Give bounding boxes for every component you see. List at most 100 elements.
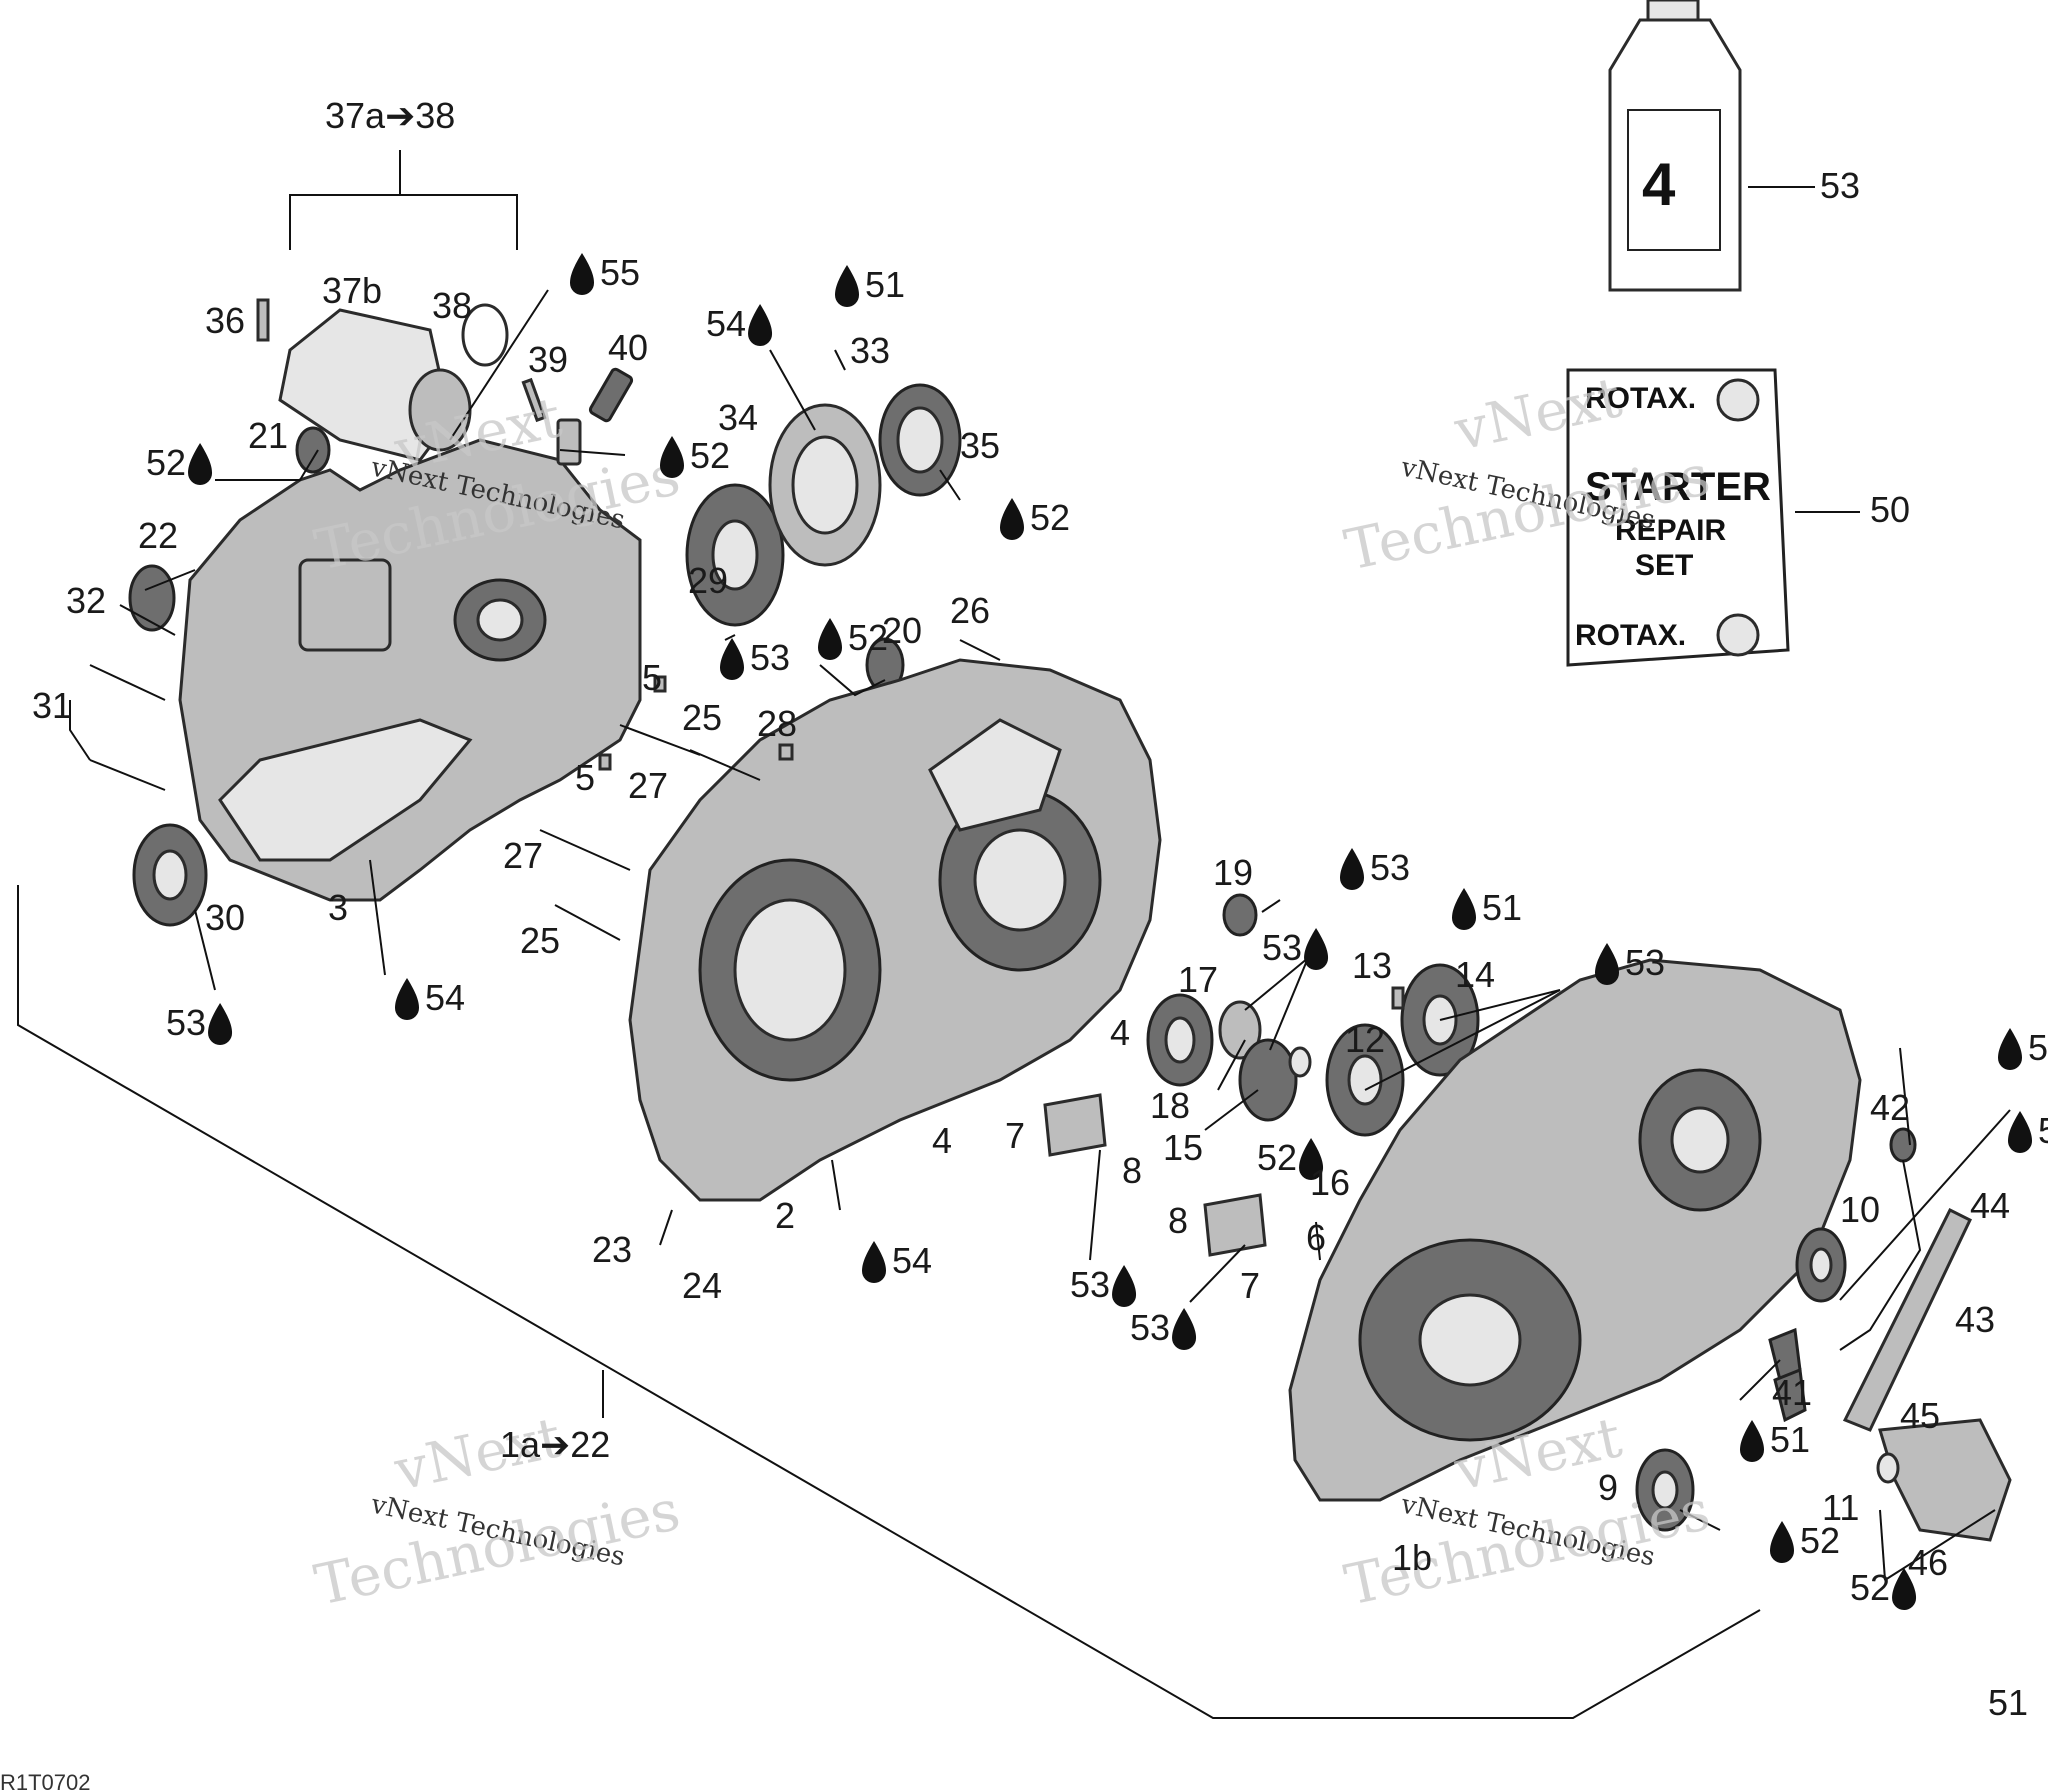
callout-number: 53 xyxy=(1820,165,1860,206)
callout-52-a: 52 xyxy=(660,435,730,478)
callout-22: 22 xyxy=(138,515,178,556)
callout-number: 11 xyxy=(1822,1487,1859,1528)
callout-5-b: 5 xyxy=(575,757,595,798)
callout-45: 45 xyxy=(1900,1395,1940,1436)
callout-number: 9 xyxy=(1598,1467,1618,1508)
callout-3: 3 xyxy=(328,887,348,928)
lubricant-drop-icon xyxy=(1740,1420,1764,1462)
callout-number: 4 xyxy=(932,1120,952,1161)
callout-number: 51 xyxy=(1770,1419,1810,1460)
callout-35: 35 xyxy=(960,425,1000,466)
callout-number: 52 xyxy=(1850,1567,1890,1608)
kit-brand-top: ROTAX. xyxy=(1585,382,1696,415)
callout-number: 52 xyxy=(1257,1137,1297,1178)
callout-number: 41 xyxy=(1772,1372,1812,1413)
callout-number: 53 xyxy=(1070,1264,1110,1305)
callout-51-b: 51 xyxy=(1452,887,1522,930)
lubricant-drop-icon xyxy=(1000,498,1024,540)
callout-number: 4 xyxy=(1110,1012,1130,1053)
callout-34: 34 xyxy=(718,397,758,438)
lubricant-drop-icon xyxy=(835,265,859,307)
callout-number: 53 xyxy=(1262,927,1302,968)
callout-52-c: 52 xyxy=(1000,497,1070,540)
callout-54-d: 54 xyxy=(1998,1027,2048,1070)
callout-number: 53 xyxy=(1130,1307,1170,1348)
callout-number: 13 xyxy=(1352,945,1392,986)
callout-4-a: 4 xyxy=(1110,1012,1130,1053)
callout-number: 8 xyxy=(1168,1200,1188,1241)
lubricant-drop-icon xyxy=(1452,888,1476,930)
upper-bearings xyxy=(685,383,962,693)
callout-number: 26 xyxy=(950,590,990,631)
callout-20: 20 xyxy=(882,610,922,651)
callout-number: 1a➔22 xyxy=(500,1424,610,1465)
callout-number: 10 xyxy=(1840,1189,1880,1230)
callout-number: 54 xyxy=(425,977,465,1018)
callout-6: 6 xyxy=(1306,1217,1326,1258)
callout-number: 5 xyxy=(575,757,595,798)
callout-number: 53 xyxy=(1370,847,1410,888)
callout-37a-38: 37a➔38 xyxy=(325,95,455,136)
lubricant-drop-icon xyxy=(1595,943,1619,985)
callout-36: 36 xyxy=(205,300,245,341)
lubricant-drop-icon xyxy=(748,304,773,346)
callout-number: 53 xyxy=(166,1002,206,1043)
callout-number: 43 xyxy=(1955,1299,1995,1340)
lubricant-drop-icon xyxy=(570,253,594,295)
callout-32: 32 xyxy=(66,580,106,621)
callout-25-b: 25 xyxy=(520,920,560,961)
lubricant-drop-icon xyxy=(1299,1138,1324,1180)
callout-5-a: 5 xyxy=(642,657,662,698)
callout-number: 3 xyxy=(328,887,348,928)
callout-number: 55 xyxy=(600,252,640,293)
callout-number: 27 xyxy=(503,835,543,876)
lubricant-drop-icon xyxy=(862,1241,886,1283)
callout-52-e: 52 xyxy=(1257,1137,1324,1180)
callout-number: 25 xyxy=(682,697,722,738)
callout-53-a: 53 xyxy=(166,1002,233,1045)
callout-number: 5 xyxy=(2038,1110,2048,1151)
callout-55: 55 xyxy=(570,252,640,295)
callout-24: 24 xyxy=(682,1265,722,1306)
callout-number: 37b xyxy=(322,270,382,311)
callout-number: 52 xyxy=(1800,1520,1840,1561)
middle-crankcase xyxy=(628,658,1162,1202)
callout-54-b: 54 xyxy=(706,303,773,346)
callout-4-b: 4 xyxy=(932,1120,952,1161)
callout-52-g: 52 xyxy=(1850,1567,1917,1610)
callout-number: 52 xyxy=(690,435,730,476)
callout-37b: 37b xyxy=(322,270,382,311)
callout-16: 16 xyxy=(1310,1162,1350,1203)
callout-number: 27 xyxy=(628,765,668,806)
callout-number: 17 xyxy=(1178,959,1218,1000)
lubricant-drop-icon xyxy=(1892,1568,1917,1610)
starter-repair-kit: ROTAX. STARTER REPAIR SET ROTAX. xyxy=(1566,368,1790,667)
callout-53-e: 53 xyxy=(1595,942,1665,985)
callout-number: 8 xyxy=(1122,1150,1142,1191)
assembly-bracket-lines xyxy=(17,150,1761,1719)
leader-lines xyxy=(69,186,2011,1581)
callout-number: 19 xyxy=(1213,852,1253,893)
callout-53-b: 53 xyxy=(720,637,790,680)
kit-line-1: STARTER xyxy=(1585,465,1771,509)
callout-26: 26 xyxy=(950,590,990,631)
left-crankcase-half xyxy=(178,438,642,902)
shaft-bearings xyxy=(1043,893,1480,1257)
callout-15: 15 xyxy=(1163,1127,1203,1168)
callout-number: 38 xyxy=(432,285,472,326)
callout-number: 30 xyxy=(205,897,245,938)
lubricant-drop-icon xyxy=(1304,928,1329,970)
callout-number: 18 xyxy=(1150,1085,1190,1126)
callout-number: 54 xyxy=(2028,1027,2048,1068)
callout-number: 6 xyxy=(1306,1217,1326,1258)
kit-line-3: SET xyxy=(1635,549,1693,582)
callout-number: 53 xyxy=(750,637,790,678)
callout-12: 12 xyxy=(1345,1019,1385,1060)
callout-33: 33 xyxy=(850,330,890,371)
callout-number: 2 xyxy=(775,1195,795,1236)
callout-40: 40 xyxy=(608,327,648,368)
watermark-line3: Technologies xyxy=(309,1478,685,1619)
lubricant-drop-icon xyxy=(1112,1265,1137,1307)
callout-31: 31 xyxy=(32,685,72,726)
kit-line-2: REPAIR xyxy=(1615,514,1726,547)
